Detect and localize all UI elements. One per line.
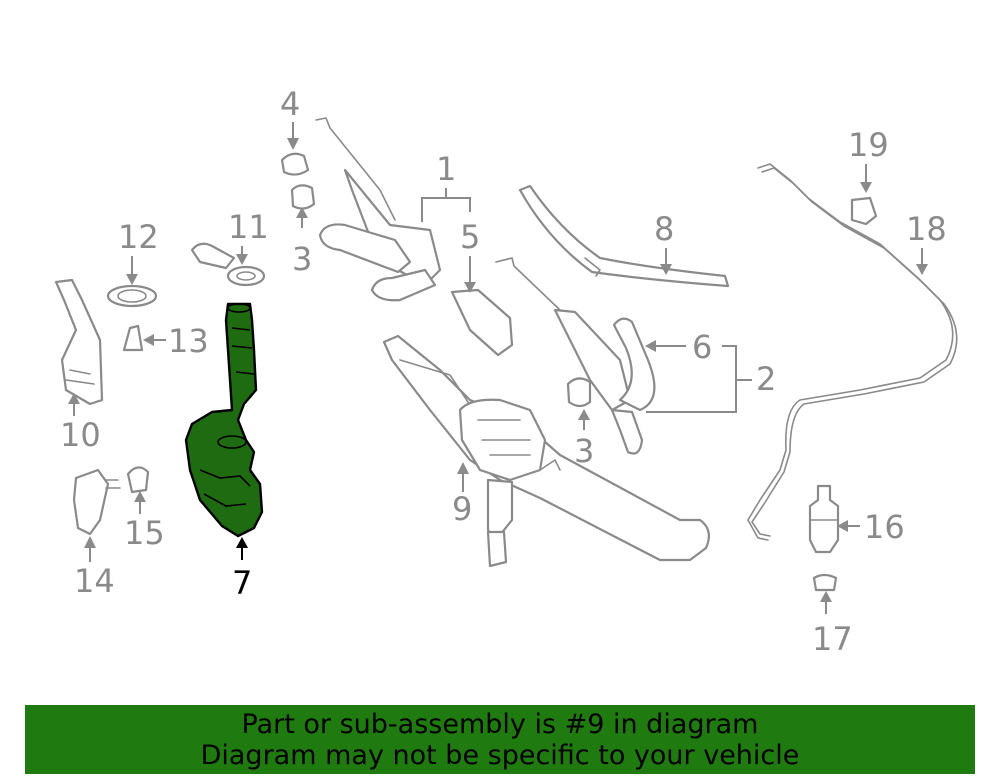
- part-15-grommet: [126, 466, 150, 494]
- part-14-level-sensor: [72, 468, 121, 536]
- callout-4: 4: [280, 85, 300, 150]
- part-10-filler-cap: [190, 242, 266, 287]
- svg-text:17: 17: [812, 620, 853, 658]
- svg-text:5: 5: [460, 218, 480, 256]
- part-18-washer-hose: [747, 163, 958, 541]
- svg-text:10: 10: [60, 416, 101, 454]
- svg-text:14: 14: [74, 562, 115, 600]
- svg-text:9: 9: [452, 490, 472, 528]
- svg-text:11: 11: [228, 208, 269, 246]
- part-17-grommet: [812, 573, 838, 592]
- callout-5: 5: [460, 218, 480, 293]
- part-1-wiper-arm: [315, 117, 442, 302]
- callout-19: 19: [848, 126, 889, 193]
- callout-1: 1: [421, 150, 471, 222]
- part-11-bracket: [54, 278, 104, 406]
- notice-banner: Part or sub-assembly is #9 in diagram Di…: [25, 705, 975, 774]
- callout-3-lower: 3: [574, 409, 594, 470]
- part-2-wiper-arm: [495, 257, 632, 412]
- part-8-wiper-linkage: [382, 334, 711, 568]
- callout-6-2: 6 2: [645, 328, 776, 413]
- parts-diagram: 4 3 1 5 8: [54, 85, 958, 658]
- callout-17: 17: [812, 591, 853, 658]
- callout-13: 13: [143, 322, 209, 360]
- part-3-grommet-upper: [290, 184, 316, 210]
- part-7-wiper-blade: [518, 184, 730, 288]
- svg-text:4: 4: [280, 85, 300, 123]
- part-16-washer-pump: [808, 484, 840, 554]
- svg-text:8: 8: [654, 210, 674, 248]
- svg-text:1: 1: [436, 150, 456, 188]
- svg-text:18: 18: [906, 210, 947, 248]
- callout-12: 12: [118, 218, 159, 285]
- svg-text:6: 6: [692, 328, 712, 366]
- notice-line-part: Part or sub-assembly is #9 in diagram: [241, 708, 759, 740]
- svg-text:3: 3: [292, 240, 312, 278]
- part-6-hose: [610, 317, 656, 455]
- svg-text:3: 3: [574, 432, 594, 470]
- callout-8: 9: [452, 462, 472, 528]
- callout-7: 8: [654, 210, 674, 275]
- part-4-cap: [280, 152, 310, 176]
- svg-text:12: 12: [118, 218, 159, 256]
- callout-10: 11: [228, 208, 269, 265]
- part-19-clip: [850, 196, 878, 226]
- callout-16: 16: [837, 508, 905, 546]
- svg-text:13: 13: [168, 322, 209, 360]
- part-9-washer-reservoir: [184, 302, 264, 538]
- notice-line-disclaimer: Diagram may not be specific to your vehi…: [200, 739, 800, 771]
- svg-text:19: 19: [848, 126, 889, 164]
- callout-15: 15: [124, 491, 165, 552]
- svg-text:15: 15: [124, 514, 165, 552]
- svg-text:2: 2: [756, 360, 776, 398]
- svg-text:16: 16: [864, 508, 905, 546]
- part-12-seal-ring: [106, 284, 158, 308]
- callout-3-upper: 3: [292, 207, 312, 278]
- callout-18: 18: [906, 210, 947, 275]
- svg-text:7: 7: [232, 564, 252, 602]
- callout-9: 7: [232, 537, 252, 602]
- part-13-plug: [122, 324, 144, 352]
- callout-14: 14: [74, 536, 115, 600]
- part-3-grommet-lower: [566, 377, 592, 408]
- callout-11: 10: [60, 393, 101, 454]
- part-5-cover: [450, 288, 514, 357]
